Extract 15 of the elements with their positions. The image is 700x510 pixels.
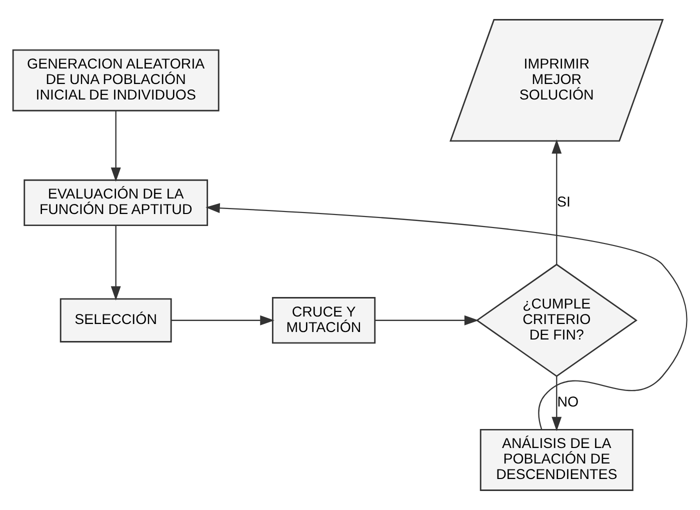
arrow — [206, 203, 688, 430]
arrow — [375, 315, 479, 326]
arrow — [110, 226, 121, 301]
node-box: EVALUACIÓN DE LA FUNCIÓN DE APTITUD — [24, 179, 208, 226]
arrow — [552, 376, 562, 432]
node-box: ANÁLISIS DE LA POBLACIÓN DE DESCENDIENTES — [480, 428, 634, 491]
edge-label: SI — [557, 194, 571, 210]
node-diamond: ¿CUMPLE CRITERIO DE FIN? — [476, 264, 638, 378]
edge-label: NO — [557, 394, 579, 411]
node-box: CRUCE Y MUTACIÓN — [272, 297, 376, 344]
arrow — [552, 139, 562, 264]
node-box: GENERACION ALEATORIA DE UNA POBLACIÓN INICIAL DE INDIVIDUOS — [12, 49, 220, 112]
arrow — [110, 110, 121, 182]
node-box: SELECCIÓN — [60, 298, 172, 342]
arrow — [172, 315, 274, 326]
